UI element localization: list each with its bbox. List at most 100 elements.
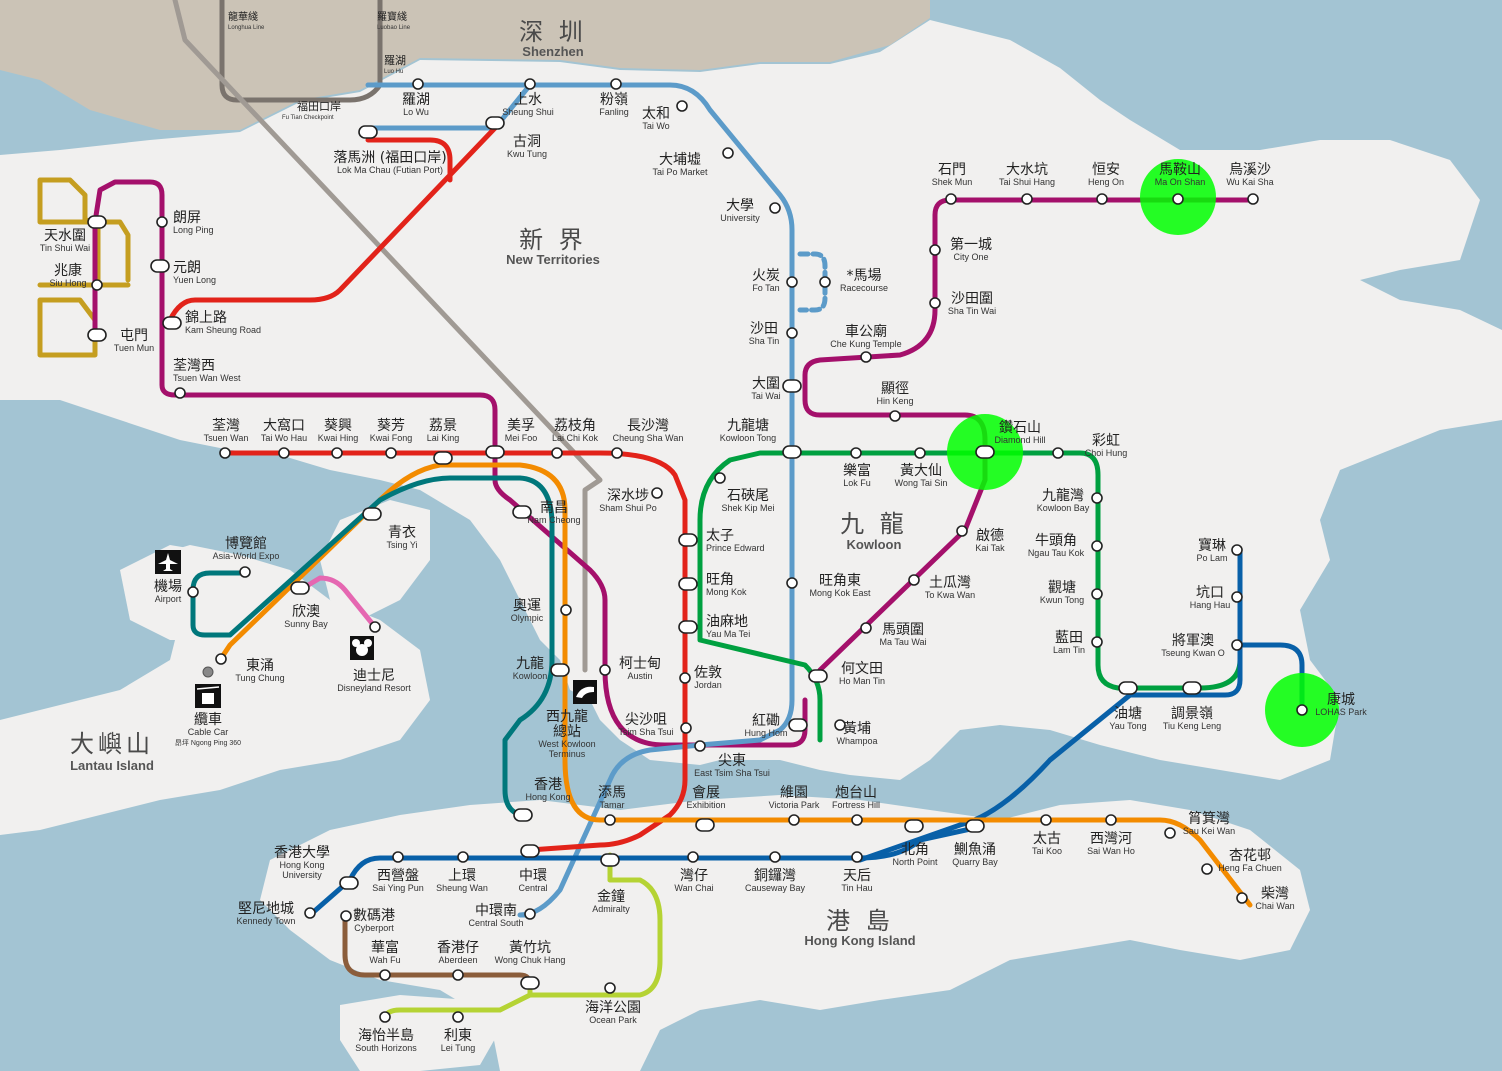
station-marker-to-kwa-wan[interactable] (908, 574, 920, 586)
interchange-marker-tuen-mun[interactable] (87, 328, 107, 342)
station-marker-lo-wu[interactable] (412, 78, 424, 90)
station-marker-long-ping[interactable] (156, 216, 168, 228)
station-marker-hin-keng[interactable] (889, 410, 901, 422)
interchange-marker-prince-edward[interactable] (678, 533, 698, 547)
interchange-marker-mei-foo[interactable] (485, 445, 505, 459)
station-marker-ma-on-shan[interactable] (1172, 193, 1184, 205)
interchange-marker-kowloon[interactable] (550, 663, 570, 677)
station-marker-tamar[interactable] (604, 814, 616, 826)
station-marker-city-one[interactable] (929, 244, 941, 256)
interchange-marker-kowloon-tong[interactable] (782, 445, 802, 459)
interchange-marker-mong-kok[interactable] (678, 577, 698, 591)
interchange-marker-hku[interactable] (339, 876, 359, 890)
station-marker-kwai-hing[interactable] (331, 447, 343, 459)
station-marker-sai-wan-ho[interactable] (1105, 814, 1117, 826)
station-marker-chai-wan[interactable] (1236, 892, 1248, 904)
interchange-marker-sunny-bay[interactable] (290, 581, 310, 595)
station-marker-disneyland-resort[interactable] (369, 621, 381, 633)
station-marker-olympic[interactable] (560, 604, 572, 616)
interchange-marker-lok-ma-chau[interactable] (358, 125, 378, 139)
interchange-marker-nam-cheong[interactable] (512, 505, 532, 519)
station-marker-sha-tin-wai[interactable] (929, 297, 941, 309)
station-marker-sheung-shui[interactable] (524, 78, 536, 90)
station-marker-heng-on[interactable] (1096, 193, 1108, 205)
station-marker-lei-tung[interactable] (452, 1011, 464, 1023)
station-marker-university[interactable] (769, 202, 781, 214)
interchange-marker-north-point[interactable] (904, 819, 924, 833)
station-marker-kwun-tong[interactable] (1091, 588, 1103, 600)
station-marker-victoria-park[interactable] (788, 814, 800, 826)
station-marker-cyberport[interactable] (340, 910, 352, 922)
station-marker-wu-kai-sha[interactable] (1247, 193, 1259, 205)
station-marker-lai-chi-kok[interactable] (551, 447, 563, 459)
station-marker-asia-world-expo[interactable] (239, 566, 251, 578)
station-marker-cheung-sha-wan[interactable] (611, 447, 623, 459)
station-marker-tai-po-market[interactable] (722, 147, 734, 159)
station-marker-ocean-park[interactable] (604, 982, 616, 994)
airplane-icon[interactable] (155, 550, 181, 574)
station-marker-aberdeen[interactable] (452, 969, 464, 981)
station-marker-south-horizons[interactable] (379, 1011, 391, 1023)
station-marker-racecourse[interactable] (819, 276, 831, 288)
mickey-icon[interactable] (350, 636, 374, 660)
station-marker-fortress-hill[interactable] (851, 814, 863, 826)
interchange-marker-quarry-bay[interactable] (965, 819, 985, 833)
interchange-marker-tin-shui-wai[interactable] (87, 215, 107, 229)
station-marker-heng-fa-chuen[interactable] (1201, 863, 1213, 875)
station-marker-tin-hau[interactable] (851, 851, 863, 863)
station-marker-fo-tan[interactable] (786, 276, 798, 288)
station-label-lok-ma-chau[interactable]: 落馬洲 (福田口岸)Lok Ma Chau (Futian Port) (333, 150, 446, 175)
station-marker-kennedy-town[interactable] (304, 907, 316, 919)
interchange-marker-yau-tong[interactable] (1118, 681, 1138, 695)
station-marker-tsim-sha-tsui[interactable] (680, 722, 692, 734)
interchange-marker-ho-man-tin[interactable] (808, 669, 828, 683)
interchange-marker-tai-wai[interactable] (782, 379, 802, 393)
cable-car-icon[interactable] (195, 684, 221, 708)
station-marker-shek-mun[interactable] (945, 193, 957, 205)
